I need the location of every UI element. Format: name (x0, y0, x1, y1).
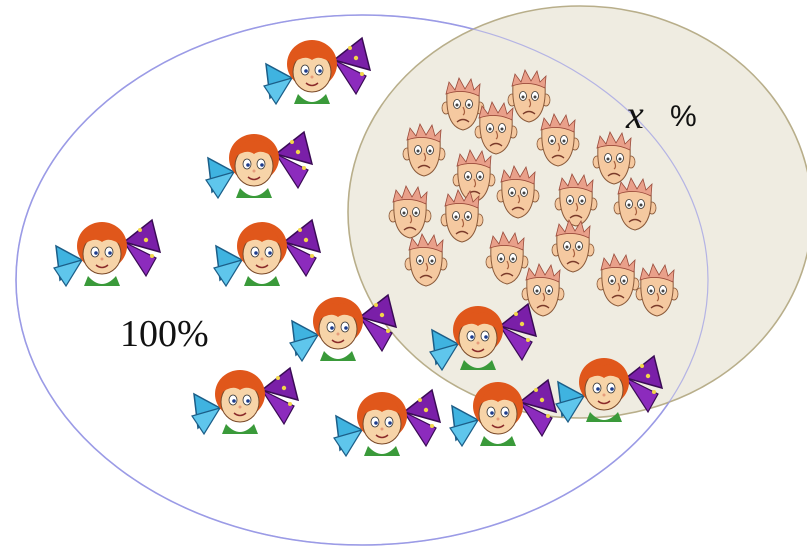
part-variable-label: x (625, 92, 644, 137)
outer-set-overlap-stroke (15, 14, 709, 546)
girl-icon (205, 131, 313, 199)
girl-icon (333, 389, 441, 457)
part-percent-sign: % (670, 100, 697, 133)
girl-icon (213, 219, 321, 287)
girl-icon (263, 37, 371, 105)
girl-icon (289, 294, 397, 362)
girl-icon (191, 367, 299, 435)
girl-icon (53, 219, 161, 287)
whole-percent-label: 100% (120, 313, 209, 355)
